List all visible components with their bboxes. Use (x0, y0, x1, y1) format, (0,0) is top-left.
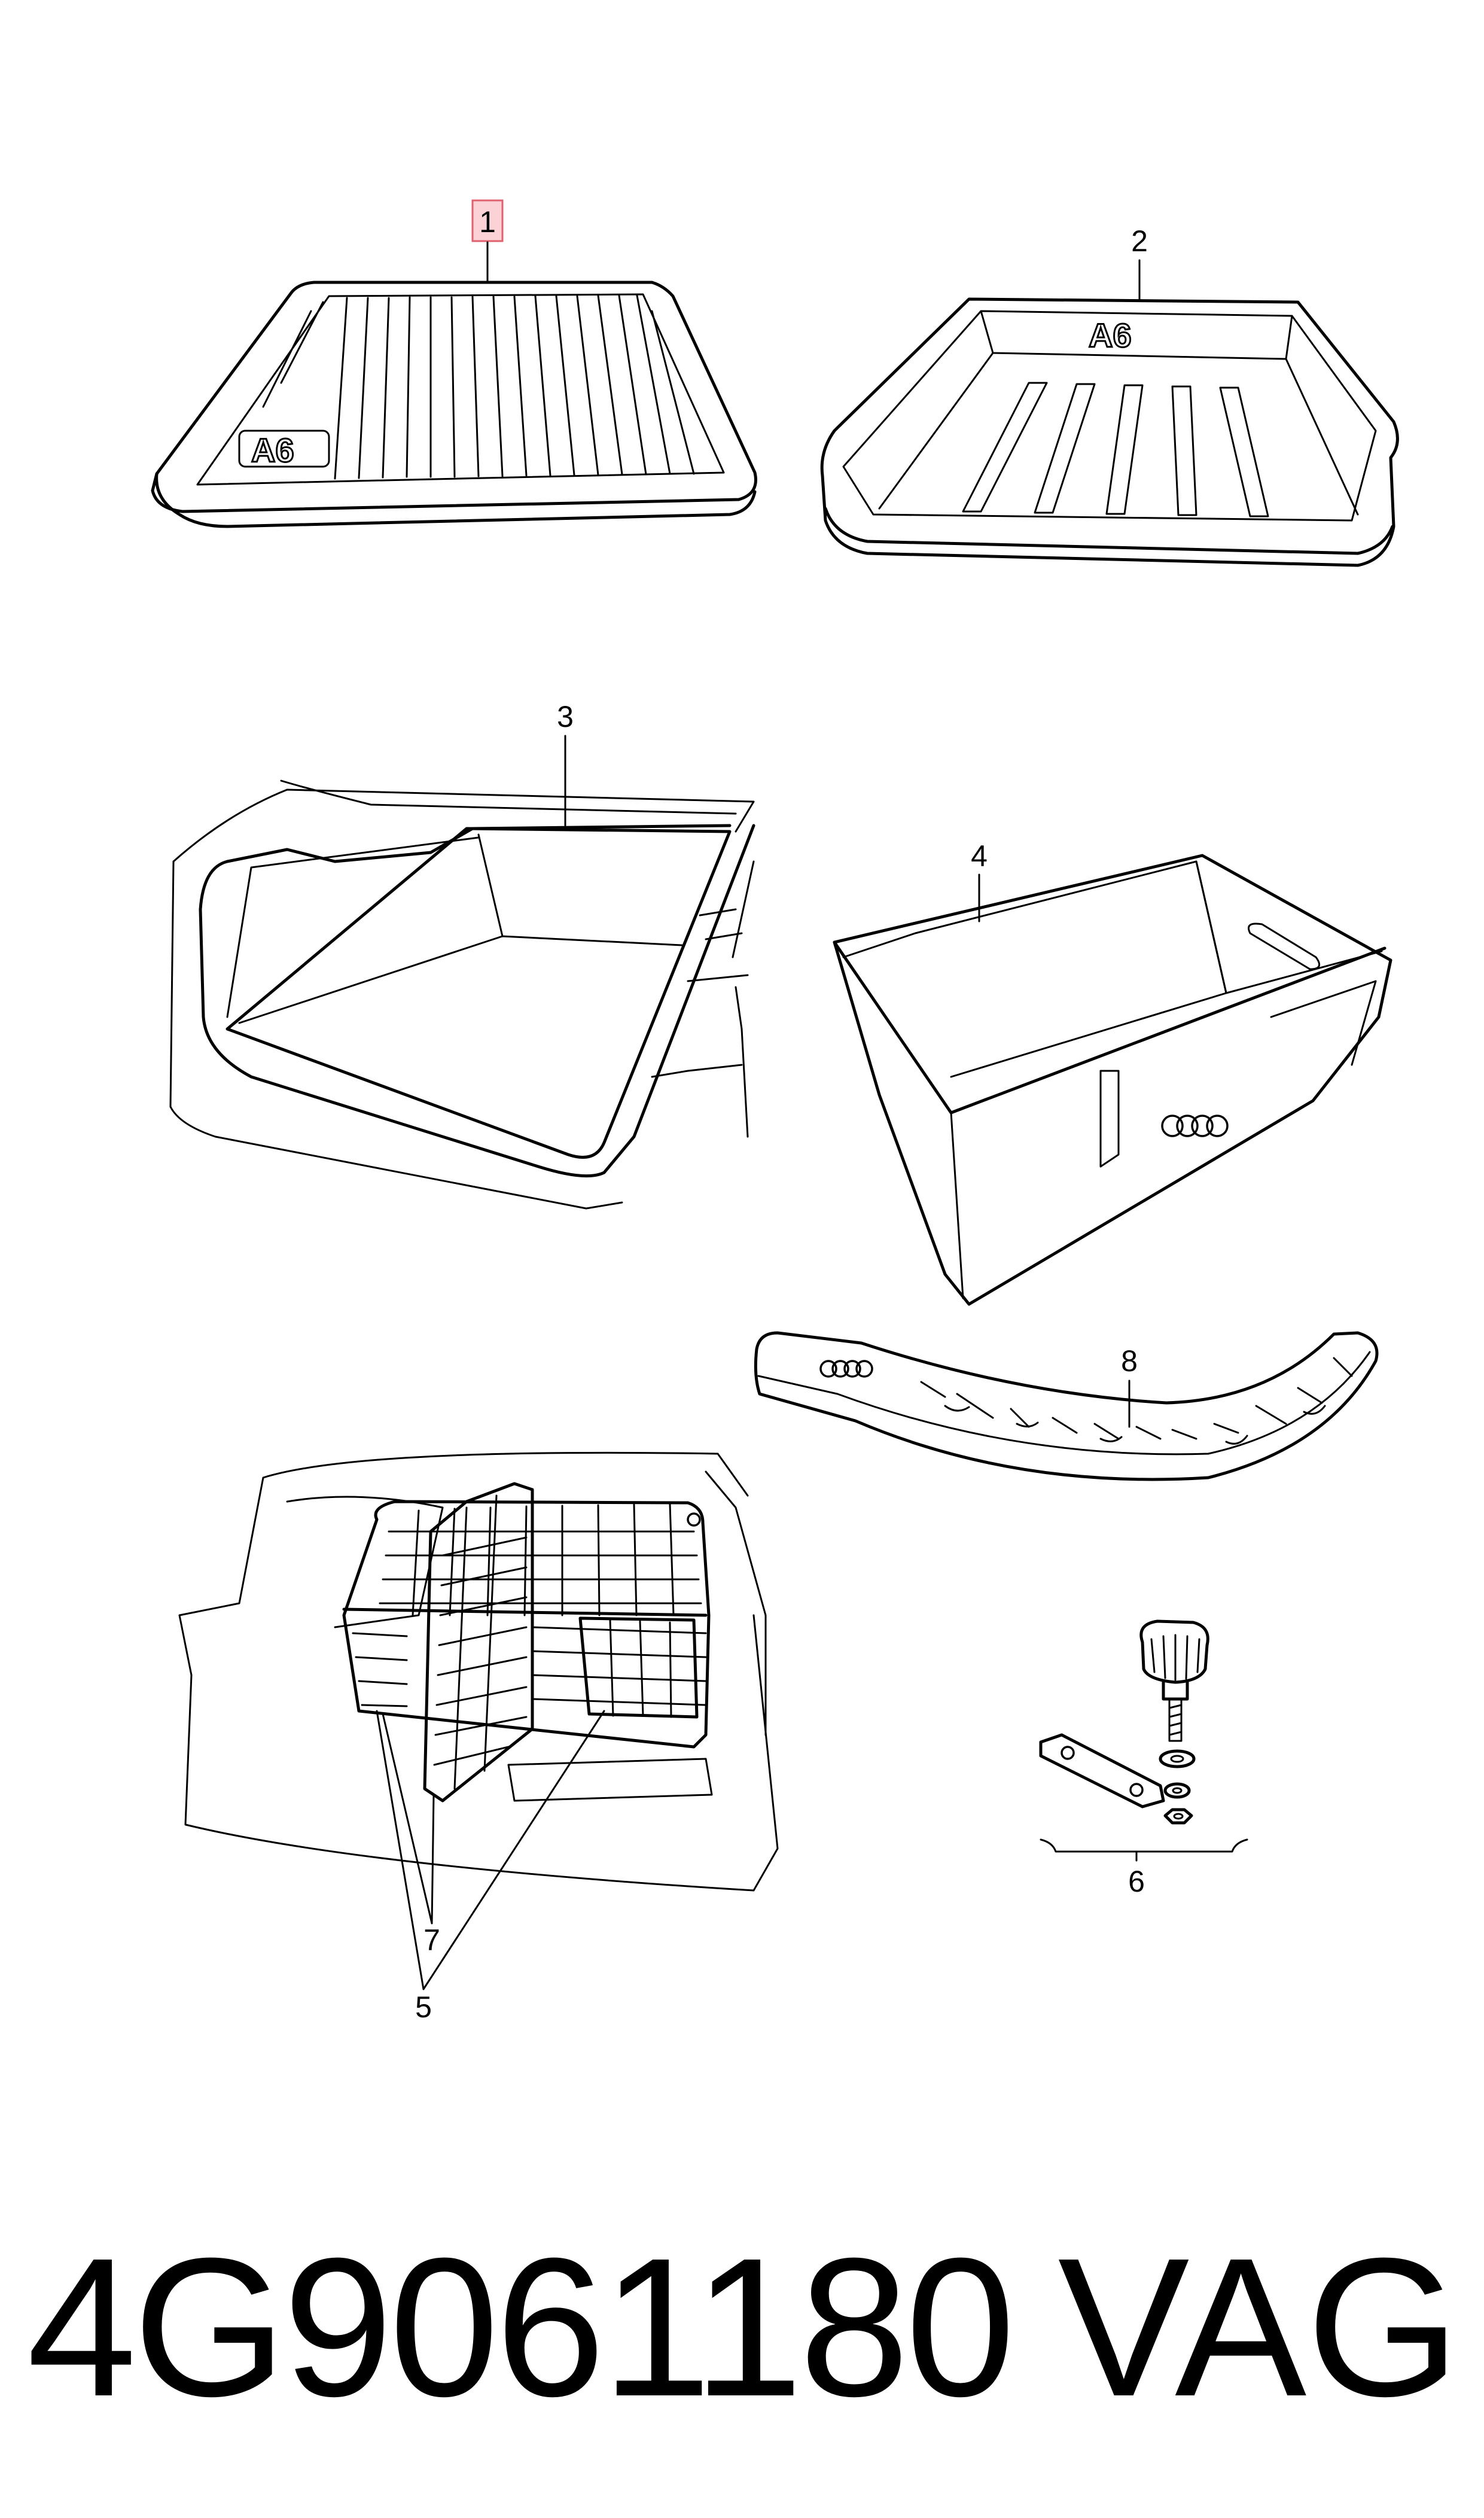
tray-model-emblem: A6 (1089, 316, 1132, 354)
grille-frame (342, 1500, 711, 1749)
mat-emblem: A6 (238, 430, 330, 470)
callout-4-label: 4 (971, 839, 988, 873)
part-3-boot-liner: 3 (169, 700, 755, 1210)
mat-ribs (262, 294, 695, 480)
callout-3-label: 3 (557, 700, 574, 733)
part-5-7-partition-grille: 7 5 (178, 1451, 779, 2024)
callout-1-highlight (471, 199, 504, 242)
part-1-ribbed-luggage-mat: A6 1 (151, 199, 757, 528)
brand-label: VAG (1058, 2216, 1460, 2437)
liner-outline (226, 827, 732, 1159)
sill-protector-logo (819, 1360, 873, 1378)
part-number: 4G9061180 (27, 2216, 1015, 2437)
mat-model-emblem: A6 (251, 431, 294, 469)
tray-grooves (962, 382, 1269, 517)
callout-2-label: 2 (1131, 224, 1148, 258)
callout-8-label: 8 (1121, 1344, 1138, 1378)
callout-6-bracket (1040, 1838, 1248, 1853)
callout-7-leader (382, 1713, 435, 1925)
storage-box-logo (1161, 1115, 1229, 1137)
part-4-storage-box: 4 (833, 839, 1392, 1306)
part-6-mounting-kit: 6 (1039, 1619, 1248, 1898)
footer: 4G9061180 VAG (0, 2202, 1484, 2453)
parts-diagram: A6 1 A6 2 3 (151, 199, 1399, 2024)
part-2-luggage-tray: A6 2 (820, 224, 1399, 567)
callout-6-label: 6 (1128, 1865, 1145, 1898)
callout-1-label: 1 (479, 205, 496, 239)
callout-5-leader (376, 1710, 605, 1990)
callout-7-label: 7 (423, 1923, 440, 1957)
callout-5-label: 5 (415, 1990, 432, 2024)
part-8-sill-protector: 8 (754, 1331, 1379, 1481)
divider-grille (423, 1482, 534, 1803)
